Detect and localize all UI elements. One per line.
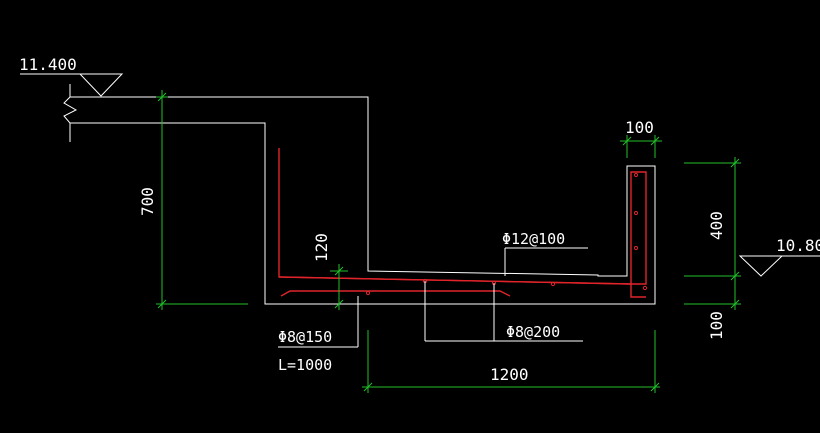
concrete-outline — [63, 84, 656, 305]
rebar-distribution-label: Φ8@150 — [278, 328, 332, 346]
level-label-right: 10.800 — [776, 236, 820, 255]
leader-lines — [278, 247, 588, 348]
level-marker-top-left: 11.400 — [19, 55, 124, 97]
dimension-lines — [156, 90, 741, 393]
dim-upstand-height: 400 — [707, 211, 726, 240]
dim-span: 1200 — [490, 365, 529, 384]
rebar-bottom-label: Φ8@200 — [506, 323, 560, 341]
rebar-labels: Φ12@100 Φ8@200 Φ8@150 L=1000 — [278, 230, 565, 374]
rebar-top-label: Φ12@100 — [502, 230, 565, 248]
rebar-lines — [278, 148, 648, 298]
level-label-top-left: 11.400 — [19, 55, 77, 74]
dim-slab-thickness: 120 — [312, 233, 331, 262]
dim-upstand-width: 100 — [625, 118, 654, 137]
dim-bottom-offset: 100 — [707, 311, 726, 340]
dim-wall-height: 700 — [138, 187, 157, 216]
rebar-anchor-length: L=1000 — [278, 356, 332, 374]
dimension-labels: 700 120 1200 100 400 100 — [138, 118, 726, 384]
level-marker-right: 10.800 — [738, 236, 820, 277]
